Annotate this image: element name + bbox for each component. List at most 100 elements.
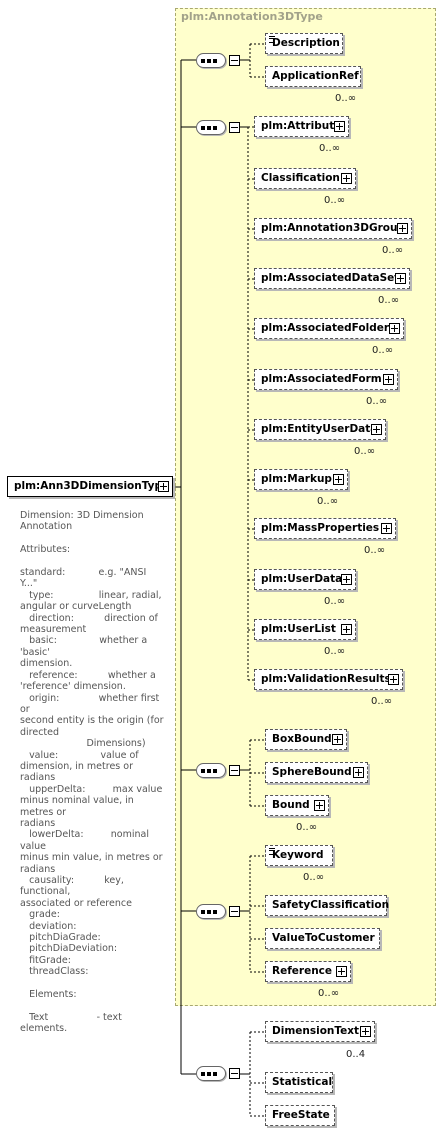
element-label: Description bbox=[272, 37, 340, 49]
element-label: plm:Attribute bbox=[261, 120, 342, 132]
expand-icon[interactable] bbox=[336, 966, 347, 977]
expand-icon[interactable] bbox=[360, 1026, 371, 1037]
type-group-title: plm:Annotation3DType bbox=[181, 10, 323, 23]
element-sphere-bound[interactable]: SphereBound bbox=[265, 762, 368, 783]
element-reference[interactable]: Reference bbox=[265, 961, 351, 982]
cardinality-label: 0..∞ bbox=[324, 195, 346, 206]
collapse-icon[interactable] bbox=[229, 55, 240, 66]
expand-icon[interactable] bbox=[397, 223, 408, 234]
element-label: Keyword bbox=[272, 849, 324, 861]
expand-icon[interactable] bbox=[395, 273, 406, 284]
element-plm-associated-data-set[interactable]: plm:AssociatedDataSet bbox=[254, 268, 410, 289]
element-plm-entity-user-data[interactable]: plm:EntityUserData bbox=[254, 419, 386, 440]
element-label: SphereBound bbox=[272, 766, 352, 778]
element-label: plm:ValidationResults bbox=[261, 673, 391, 685]
collapse-icon[interactable] bbox=[229, 906, 240, 917]
sequence-compositor-icon bbox=[196, 120, 226, 135]
collapse-icon[interactable] bbox=[229, 1068, 240, 1079]
root-element-label: plm:Ann3DDimensionType bbox=[14, 480, 170, 492]
cardinality-label: 0..∞ bbox=[372, 345, 394, 356]
element-label: plm:AssociatedFolder bbox=[261, 322, 390, 334]
cardinality-label: 0..∞ bbox=[382, 245, 404, 256]
element-description[interactable]: Description bbox=[265, 33, 343, 54]
expand-icon[interactable] bbox=[383, 374, 394, 385]
root-element[interactable]: plm:Ann3DDimensionType bbox=[7, 476, 173, 497]
cardinality-label: 0..∞ bbox=[335, 93, 357, 104]
element-plm-mass-properties[interactable]: plm:MassProperties bbox=[254, 518, 396, 539]
element-free-state[interactable]: FreeState bbox=[265, 1105, 335, 1126]
element-label: plm:UserList bbox=[261, 623, 336, 635]
element-keyword[interactable]: Keyword bbox=[265, 845, 333, 866]
collapse-icon[interactable] bbox=[229, 122, 240, 133]
cardinality-label: 0..4 bbox=[346, 1049, 366, 1060]
element-bound[interactable]: Bound bbox=[265, 795, 329, 816]
sequence-compositor-icon bbox=[196, 1066, 226, 1081]
element-label: plm:AssociatedDataSet bbox=[261, 272, 400, 284]
element-plm-annotation3dgroup[interactable]: plm:Annotation3DGroup bbox=[254, 218, 412, 239]
expand-icon[interactable] bbox=[314, 800, 325, 811]
documentation-icon bbox=[269, 36, 275, 43]
element-plm-user-list[interactable]: plm:UserList bbox=[254, 619, 356, 640]
cardinality-label: 0..∞ bbox=[324, 646, 346, 657]
expand-icon[interactable] bbox=[333, 474, 344, 485]
cardinality-label: 0..∞ bbox=[318, 988, 340, 999]
element-label: plm:Annotation3DGroup bbox=[261, 222, 405, 234]
element-label: Classification bbox=[261, 172, 340, 184]
element-label: BoxBound bbox=[272, 733, 332, 745]
element-plm-user-data[interactable]: plm:UserData bbox=[254, 569, 356, 590]
element-label: plm:UserData bbox=[261, 573, 343, 585]
element-label: plm:AssociatedForm bbox=[261, 373, 382, 385]
expand-icon[interactable] bbox=[334, 121, 345, 132]
element-plm-associated-form[interactable]: plm:AssociatedForm bbox=[254, 369, 398, 390]
element-statistical[interactable]: Statistical bbox=[265, 1072, 333, 1093]
collapse-icon[interactable] bbox=[158, 481, 169, 492]
element-safety-classification[interactable]: SafetyClassification bbox=[265, 895, 390, 916]
cardinality-label: 0..∞ bbox=[317, 496, 339, 507]
element-label: Reference bbox=[272, 965, 333, 977]
cardinality-label: 0..∞ bbox=[371, 696, 393, 707]
element-label: Bound bbox=[272, 799, 310, 811]
element-plm-attribute[interactable]: plm:Attribute bbox=[254, 116, 349, 137]
element-label: DimensionText bbox=[272, 1025, 360, 1037]
expand-icon[interactable] bbox=[389, 323, 400, 334]
element-plm-markup[interactable]: plm:Markup bbox=[254, 469, 348, 490]
cardinality-label: 0..∞ bbox=[366, 396, 388, 407]
element-label: plm:Markup bbox=[261, 473, 332, 485]
cardinality-label: 0..∞ bbox=[324, 596, 346, 607]
element-label: SafetyClassification bbox=[272, 899, 390, 911]
expand-icon[interactable] bbox=[341, 624, 352, 635]
expand-icon[interactable] bbox=[371, 424, 382, 435]
element-label: Statistical bbox=[272, 1076, 333, 1088]
expand-icon[interactable] bbox=[381, 523, 392, 534]
sequence-compositor-icon bbox=[196, 904, 226, 919]
element-label: plm:MassProperties bbox=[261, 522, 380, 534]
cardinality-label: 0..∞ bbox=[378, 295, 400, 306]
cardinality-label: 0..∞ bbox=[296, 822, 318, 833]
expand-icon[interactable] bbox=[353, 767, 364, 778]
element-box-bound[interactable]: BoxBound bbox=[265, 729, 347, 750]
cardinality-label: 0..∞ bbox=[364, 545, 386, 556]
documentation-icon bbox=[269, 848, 275, 855]
element-plm-validation-results[interactable]: plm:ValidationResults bbox=[254, 669, 403, 690]
element-application-ref[interactable]: ApplicationRef bbox=[265, 66, 361, 87]
element-label: FreeState bbox=[272, 1109, 330, 1121]
sequence-compositor-icon bbox=[196, 763, 226, 778]
root-annotation: Dimension: 3D Dimension Annotation Attri… bbox=[20, 510, 164, 1035]
expand-icon[interactable] bbox=[388, 674, 399, 685]
cardinality-label: 0..∞ bbox=[303, 872, 325, 883]
element-label: ApplicationRef bbox=[272, 70, 359, 82]
element-label: ValueToCustomer bbox=[272, 932, 375, 944]
expand-icon[interactable] bbox=[341, 574, 352, 585]
expand-icon[interactable] bbox=[332, 734, 343, 745]
element-plm-associated-folder[interactable]: plm:AssociatedFolder bbox=[254, 318, 404, 339]
element-dimension-text[interactable]: DimensionText bbox=[265, 1021, 375, 1042]
expand-icon[interactable] bbox=[341, 173, 352, 184]
sequence-compositor-icon bbox=[196, 53, 226, 68]
element-value-to-customer[interactable]: ValueToCustomer bbox=[265, 928, 380, 949]
cardinality-label: 0..∞ bbox=[319, 143, 341, 154]
element-classification[interactable]: Classification bbox=[254, 168, 356, 189]
collapse-icon[interactable] bbox=[229, 765, 240, 776]
cardinality-label: 0..∞ bbox=[354, 446, 376, 457]
